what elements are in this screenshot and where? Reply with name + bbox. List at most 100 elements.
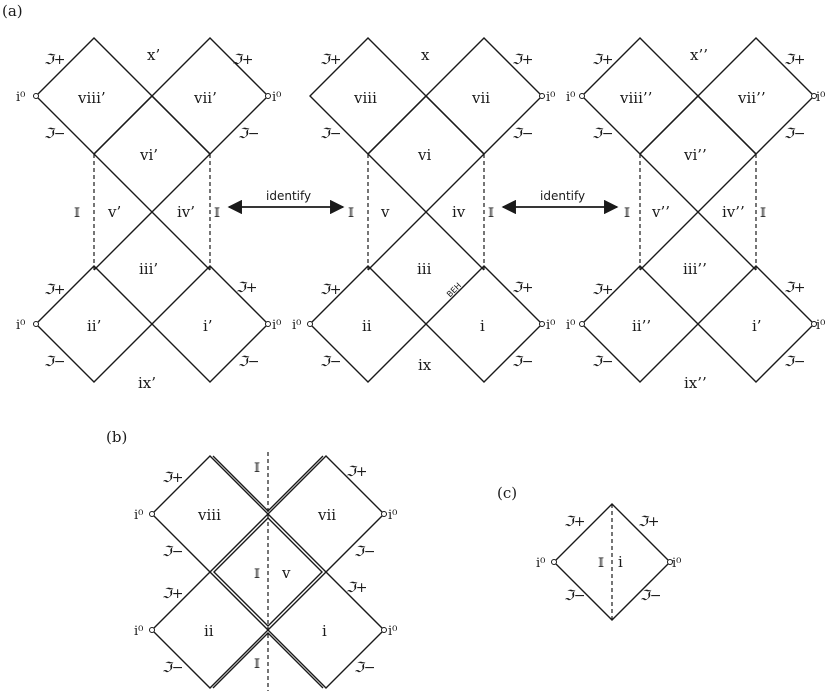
identification-surface-label: 𝕀	[598, 556, 604, 571]
region-vii-double-prime: vii’’	[737, 89, 766, 107]
scri-plus-label: ℑ+	[162, 586, 184, 602]
scri-minus-label: ℑ−	[512, 126, 534, 142]
scri-minus-label: ℑ−	[44, 126, 66, 142]
identification-surface-label: 𝕀	[348, 206, 354, 221]
scri-plus-label: ℑ+	[592, 282, 614, 298]
identification-surface-label: 𝕀	[254, 657, 260, 672]
penrose-diagram-c: i 𝕀 ℑ+ ℑ+ ℑ− ℑ− i⁰ i⁰	[536, 503, 681, 621]
region-b-ii: ii	[204, 622, 214, 640]
region-x-prime: x’	[147, 46, 160, 64]
scri-plus-label: ℑ+	[44, 282, 66, 298]
spatial-infinity-label: i⁰	[536, 556, 545, 571]
penrose-diagram-left: x’ viii’ vii’ vi’ v’ iv’ iii’ ii’ i’ ix’…	[16, 37, 281, 392]
region-i-prime-right: i’	[752, 317, 762, 335]
scri-plus-label: ℑ+	[512, 52, 534, 68]
spatial-infinity-label: i⁰	[388, 508, 397, 523]
identification-surface-label: 𝕀	[74, 206, 80, 221]
scri-minus-label: ℑ−	[784, 126, 806, 142]
region-v-prime: v’	[107, 203, 121, 221]
region-iv-double-prime: iv’’	[722, 203, 745, 221]
scri-minus-label: ℑ−	[320, 354, 342, 370]
scri-plus-label: ℑ+	[320, 52, 342, 68]
region-iv-prime: iv’	[177, 203, 195, 221]
scri-plus-label: ℑ+	[232, 52, 254, 68]
region-iv: iv	[452, 203, 466, 221]
region-x: x	[421, 46, 430, 64]
region-vi-prime: vi’	[139, 146, 158, 164]
spatial-infinity-label: i⁰	[672, 556, 681, 571]
spatial-infinity-label: i⁰	[388, 624, 397, 639]
region-i-prime: i’	[203, 317, 213, 335]
region-iii-double-prime: iii’’	[683, 260, 707, 278]
region-ii: ii	[362, 317, 372, 335]
region-ii-double-prime: ii’’	[632, 317, 651, 335]
scri-plus-label: ℑ+	[44, 52, 66, 68]
region-b-v: v	[281, 564, 291, 582]
identification-surface-label: 𝕀	[254, 461, 260, 476]
scri-plus-label: ℑ+	[784, 52, 806, 68]
region-iii: iii	[417, 260, 432, 278]
scri-plus-label: ℑ+	[346, 580, 368, 596]
region-ix-double-prime: ix’’	[684, 374, 707, 392]
identification-surface-label: 𝕀	[488, 206, 494, 221]
region-viii: viii	[353, 89, 377, 107]
scri-minus-label: ℑ−	[238, 354, 260, 370]
spatial-infinity-label: i⁰	[816, 90, 825, 105]
spatial-infinity-label: i⁰	[546, 90, 555, 105]
region-ix: ix	[418, 356, 432, 374]
spatial-infinity-label: i⁰	[546, 318, 555, 333]
region-b-i: i	[322, 622, 327, 640]
region-viii-prime: viii’	[77, 89, 106, 107]
scri-minus-label: ℑ−	[354, 660, 376, 676]
identify-label-right: identify	[540, 189, 585, 203]
spatial-infinity-label: i⁰	[16, 90, 25, 105]
scri-plus-label: ℑ+	[784, 280, 806, 296]
region-b-viii: viii	[197, 506, 221, 524]
scri-minus-label: ℑ−	[592, 126, 614, 142]
spatial-infinity-label: i⁰	[272, 318, 281, 333]
scri-minus-label: ℑ−	[640, 588, 662, 604]
scri-plus-label: ℑ+	[512, 280, 534, 296]
region-ix-prime: ix’	[138, 374, 156, 392]
region-viii-double-prime: viii’’	[619, 89, 652, 107]
scri-plus-label: ℑ+	[346, 464, 368, 480]
identification-surface-label: 𝕀	[214, 206, 220, 221]
spatial-infinity-label: i⁰	[292, 318, 301, 333]
scri-minus-label: ℑ−	[320, 126, 342, 142]
scri-plus-label: ℑ+	[638, 514, 660, 530]
scri-plus-label: ℑ+	[592, 52, 614, 68]
region-b-vii: vii	[317, 506, 336, 524]
region-v-double-prime: v’’	[651, 203, 670, 221]
scri-minus-label: ℑ−	[354, 544, 376, 560]
scri-plus-label: ℑ+	[236, 280, 258, 296]
spatial-infinity-label: i⁰	[816, 318, 825, 333]
region-c-i: i	[618, 553, 623, 571]
spatial-infinity-label: i⁰	[566, 90, 575, 105]
identify-label-left: identify	[266, 189, 311, 203]
panel-label-c: (c)	[497, 484, 517, 502]
scri-minus-label: ℑ−	[512, 354, 534, 370]
spatial-infinity-label: i⁰	[134, 624, 143, 639]
scri-minus-label: ℑ−	[592, 354, 614, 370]
identification-surface-label: 𝕀	[760, 206, 766, 221]
region-vi-double-prime: vi’’	[683, 146, 707, 164]
panel-label-a: (a)	[2, 2, 23, 20]
scri-minus-label: ℑ−	[784, 354, 806, 370]
beh-label: BEH	[445, 281, 463, 299]
penrose-diagram-center: x viii vii vi v iv iii ii i ix BEH ℑ+ ℑ+…	[292, 37, 555, 383]
penrose-diagram-b: viii vii v ii i 𝕀 𝕀 𝕀 ℑ+ ℑ+ ℑ− ℑ− i⁰ i⁰ …	[134, 452, 397, 691]
scri-minus-label: ℑ−	[162, 660, 184, 676]
region-vi: vi	[417, 146, 431, 164]
identification-surface-label: 𝕀	[624, 206, 630, 221]
region-vii: vii	[471, 89, 490, 107]
region-v: v	[380, 203, 390, 221]
scri-plus-label: ℑ+	[320, 282, 342, 298]
scri-minus-label: ℑ−	[238, 126, 260, 142]
region-vii-prime: vii’	[193, 89, 217, 107]
spatial-infinity-label: i⁰	[134, 508, 143, 523]
spatial-infinity-label: i⁰	[566, 318, 575, 333]
panel-label-b: (b)	[106, 428, 127, 446]
scri-minus-label: ℑ−	[162, 544, 184, 560]
identification-surface-label: 𝕀	[254, 567, 260, 582]
